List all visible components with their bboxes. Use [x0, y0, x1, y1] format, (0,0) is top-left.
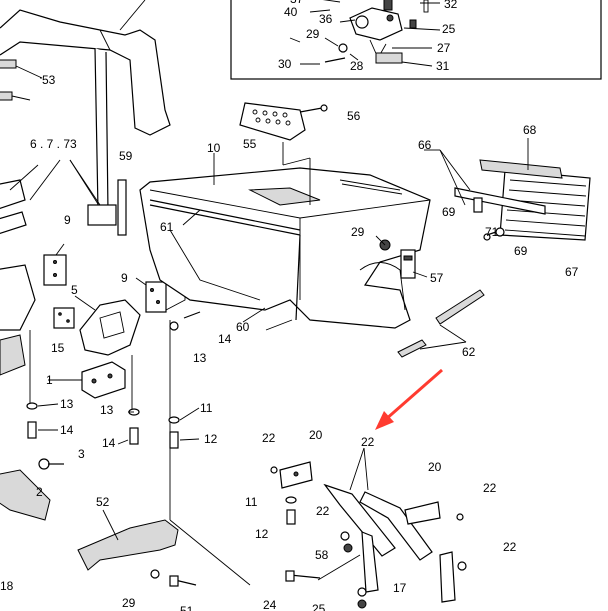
leader-lines — [37, 37, 529, 445]
label-36: 36 — [319, 12, 333, 26]
bracket-52 — [77, 509, 197, 587]
label-2: 2 — [36, 485, 43, 499]
label-22-d: 22 — [483, 481, 497, 495]
label-1: 1 — [46, 373, 53, 387]
label-29-bottom: 29 — [122, 596, 136, 610]
label-67: 67 — [565, 265, 579, 279]
label-29-top: 29 — [306, 27, 320, 41]
label-31: 31 — [436, 59, 450, 73]
label-59: 59 — [119, 149, 133, 163]
label-51: 51 — [180, 604, 194, 611]
panel-55 — [239, 102, 328, 205]
label-14-center: 14 — [218, 332, 232, 346]
label-71: 71 — [485, 225, 499, 239]
label-9-left: 9 — [64, 213, 71, 227]
label-29-hood: 29 — [351, 225, 365, 239]
label-56: 56 — [347, 109, 361, 123]
label-53: 53 — [42, 73, 56, 87]
label-5: 5 — [71, 283, 78, 297]
label-13-center: 13 — [193, 351, 207, 365]
label-22-e: 22 — [503, 540, 517, 554]
label-12-left: 12 — [204, 432, 218, 446]
label-6-7-73: 6 . 7 . 73 — [30, 137, 77, 151]
label-12-right: 12 — [255, 527, 269, 541]
left-brackets — [0, 159, 251, 586]
label-68: 68 — [523, 123, 537, 137]
label-25: 25 — [442, 22, 456, 36]
label-9-right: 9 — [121, 271, 128, 285]
label-37: 37 — [290, 0, 304, 6]
label-69-right: 69 — [514, 244, 528, 258]
label-22-b: 22 — [361, 435, 375, 449]
label-55: 55 — [243, 137, 257, 151]
label-52: 52 — [96, 495, 110, 509]
label-58: 58 — [315, 548, 329, 562]
callout-arrow — [375, 368, 443, 430]
label-40: 40 — [284, 5, 298, 19]
label-13-left: 13 — [60, 397, 74, 411]
label-60: 60 — [236, 320, 250, 334]
label-66: 66 — [418, 138, 432, 152]
label-20-left: 20 — [309, 428, 323, 442]
label-3: 3 — [78, 447, 85, 461]
label-57: 57 — [430, 271, 444, 285]
label-14-left: 14 — [60, 423, 74, 437]
label-10: 10 — [207, 141, 221, 155]
label-24: 24 — [263, 598, 277, 611]
label-32: 32 — [444, 0, 458, 11]
part-labels: 37 40 36 32 25 29 27 30 28 31 53 56 55 6… — [0, 0, 579, 611]
hood-body — [139, 167, 485, 358]
inset-detail-box — [230, 0, 602, 80]
rollbar-frame — [0, 0, 171, 213]
grille-assembly — [439, 149, 591, 241]
label-20-right: 20 — [428, 460, 442, 474]
label-14-mid: 14 — [102, 436, 116, 450]
label-69-left: 69 — [442, 205, 456, 219]
label-17: 17 — [393, 581, 407, 595]
label-11-right: 11 — [245, 495, 258, 509]
label-27: 27 — [437, 41, 451, 55]
label-61: 61 — [160, 220, 174, 234]
label-13-mid: 13 — [100, 403, 114, 417]
label-22-c: 22 — [316, 504, 330, 518]
label-22-a: 22 — [262, 431, 276, 445]
label-62: 62 — [462, 345, 476, 359]
label-15: 15 — [51, 341, 65, 355]
label-28: 28 — [350, 59, 364, 73]
label-18: -18 — [0, 579, 14, 593]
gas-strut-assembly — [270, 447, 467, 609]
label-25-bottom: 25 — [312, 602, 326, 611]
label-11-left: 11 — [200, 401, 213, 415]
label-30: 30 — [278, 57, 292, 71]
